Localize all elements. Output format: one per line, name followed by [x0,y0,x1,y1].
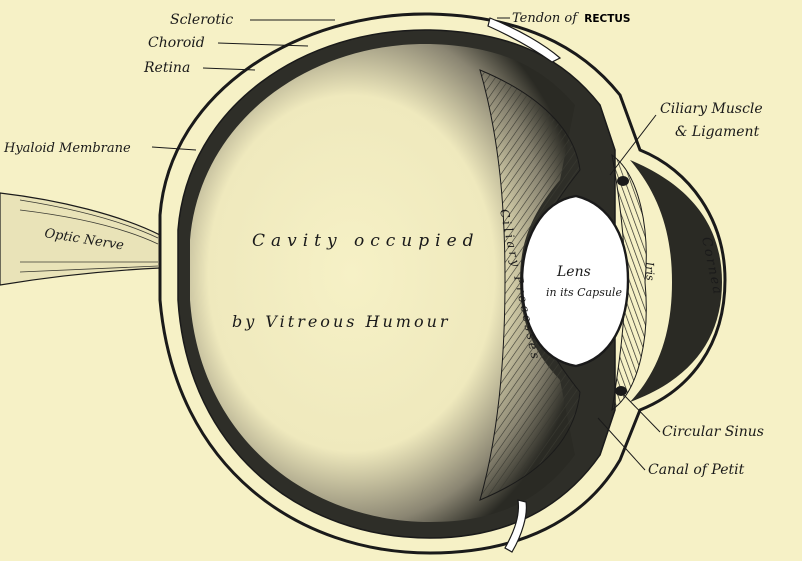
label-sclerotic: Sclerotic [170,12,233,28]
label-tendon: Tendon of RECTUS [512,10,631,26]
label-ciliary-ligament: & Ligament [675,124,760,140]
label-lens: Lens [556,264,591,280]
label-canal-of-petit: Canal of Petit [648,462,745,478]
leader-petit [598,418,645,470]
leader-hyaloid [152,147,196,150]
circular-sinus [615,386,627,396]
label-iris: Iris [643,261,657,282]
ciliary-muscle [617,176,629,186]
label-lens-capsule: in its Capsule [546,286,622,299]
leader-ciliary [610,115,656,175]
label-cavity-occupied: Cavity occupied [252,231,480,251]
label-vitreous-humour: by Vitreous Humour [232,312,451,331]
label-hyaloid-membrane: Hyaloid Membrane [3,141,131,156]
label-ciliary-muscle: Ciliary Muscle [660,101,763,117]
label-retina: Retina [143,60,190,76]
leader-choroid [218,43,308,46]
label-choroid: Choroid [148,35,205,51]
leader-circular-sinus [622,393,660,432]
label-circular-sinus: Circular Sinus [662,424,764,440]
